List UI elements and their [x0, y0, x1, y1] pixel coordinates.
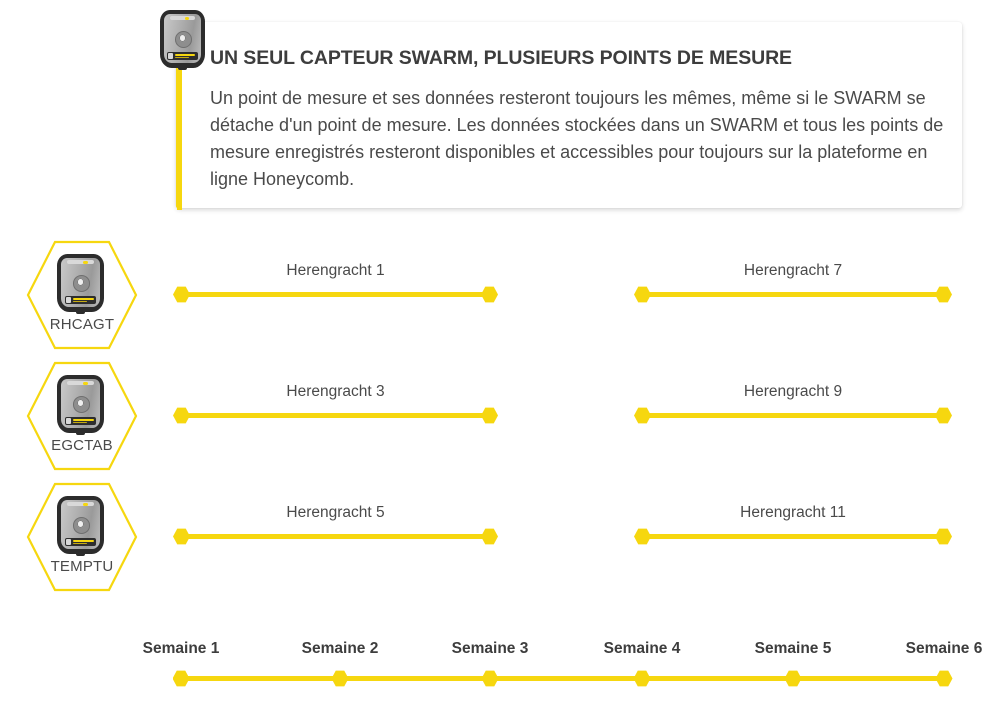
measurement-point-label: Herengracht 7 [743, 262, 843, 279]
segment-end-hex-marker[interactable] [481, 407, 498, 424]
hexagon-outline-icon [26, 240, 138, 350]
sensor-top-strip [67, 381, 94, 386]
timeline-tick-marker[interactable] [481, 670, 499, 687]
sensor-label-line-2 [175, 56, 189, 59]
callout-body: Un point de mesure et ses données rester… [210, 88, 944, 189]
measurement-segment[interactable]: Herengracht 7 [634, 262, 952, 308]
measurement-point-label: Herengracht 11 [740, 504, 846, 521]
sensor-connector [76, 552, 85, 557]
sensor-top-strip [67, 260, 94, 265]
sensor-badge-rhcagt[interactable]: RHCAGT [26, 240, 138, 350]
measurement-bar [640, 413, 946, 418]
sensor-connector [76, 431, 85, 436]
segment-start-hex-marker[interactable] [173, 407, 190, 424]
sensor-lens [76, 278, 85, 286]
timeline-tick-label: Semaine 3 [451, 640, 529, 657]
sensor-qr-icon [65, 417, 71, 424]
segment-end-hex-marker[interactable] [935, 407, 952, 424]
timeline-tick-marker[interactable] [331, 670, 349, 687]
sensor-qr-icon [168, 52, 174, 59]
measurement-bar [640, 292, 946, 297]
timeline-tick-marker[interactable] [633, 670, 651, 687]
sensor-label-patch [167, 51, 198, 60]
measurement-segment[interactable]: Herengracht 9 [634, 383, 952, 429]
measurement-point-label: Herengracht 9 [743, 383, 843, 400]
callout-panel [176, 22, 962, 208]
sensor-qr-icon [65, 538, 71, 545]
sensor-badge-temptu[interactable]: TEMPTU [26, 482, 138, 592]
callout-title: UN SEUL CAPTEUR SWARM, PLUSIEURS POINTS … [210, 47, 792, 69]
sensor-top-strip [67, 502, 94, 507]
measurement-segment[interactable]: Herengracht 11 [634, 504, 952, 550]
segment-start-hex-marker[interactable] [634, 286, 651, 303]
sensor-label-line-2 [72, 421, 88, 424]
measurement-segment[interactable]: Herengracht 3 [173, 383, 498, 429]
measurement-point-label: Herengracht 3 [286, 383, 385, 400]
timeline-axis [180, 676, 944, 681]
swarm-sensor-icon [160, 10, 205, 71]
sensor-qr-icon [65, 296, 71, 303]
timeline-tick-label: Semaine 4 [603, 640, 681, 657]
measurement-segment[interactable]: Herengracht 5 [173, 504, 498, 550]
sensor-badge-egctab[interactable]: EGCTAB [26, 361, 138, 471]
hexagon-outline-icon [26, 482, 138, 592]
sensor-code-label: TEMPTU [50, 558, 114, 575]
sensor-lens [178, 34, 187, 42]
sensor-top-strip [169, 16, 196, 21]
segment-start-hex-marker[interactable] [634, 407, 651, 424]
callout-accent-bar [176, 22, 181, 208]
timeline-tick-marker[interactable] [935, 670, 953, 687]
sensor-indicator-light [83, 260, 88, 265]
swarm-sensor-icon [57, 496, 104, 557]
sensor-label-line-1 [175, 53, 196, 56]
sensor-lens [76, 520, 85, 528]
timeline-tick-label: Semaine 2 [301, 640, 379, 657]
sensor-connector [178, 66, 187, 71]
sensor-label-line-1 [72, 539, 94, 542]
sensor-indicator-light [83, 502, 88, 507]
sensor-label-patch [64, 295, 97, 304]
segment-end-hex-marker[interactable] [481, 286, 498, 303]
sensor-label-line-2 [72, 300, 88, 303]
measurement-bar [179, 413, 492, 418]
segment-start-hex-marker[interactable] [173, 286, 190, 303]
measurement-bar [640, 534, 946, 539]
sensor-label-patch [64, 537, 97, 546]
sensor-code-label: EGCTAB [51, 437, 113, 454]
measurement-point-label: Herengracht 5 [286, 504, 385, 521]
swarm-sensor-icon [57, 375, 104, 436]
segment-end-hex-marker[interactable] [935, 286, 952, 303]
sensor-indicator-light [83, 381, 88, 386]
measurement-point-label: Herengracht 1 [286, 262, 385, 279]
sensor-label-line-1 [72, 418, 94, 421]
hexagon-outline-icon [26, 361, 138, 471]
timeline-tick-label: Semaine 1 [142, 640, 220, 657]
measurement-bar [179, 292, 492, 297]
segment-start-hex-marker[interactable] [634, 528, 651, 545]
segment-end-hex-marker[interactable] [481, 528, 498, 545]
sensor-label-patch [64, 416, 97, 425]
sensor-connector [76, 310, 85, 315]
timeline-tick-marker[interactable] [172, 670, 190, 687]
sensor-lens [76, 399, 85, 407]
segment-end-hex-marker[interactable] [935, 528, 952, 545]
sensor-label-line-2 [72, 542, 88, 545]
sensor-label-line-1 [72, 297, 94, 300]
timeline-tick-marker[interactable] [784, 670, 802, 687]
sensor-indicator-light [185, 16, 190, 21]
sensor-code-label: RHCAGT [49, 316, 115, 333]
measurement-bar [179, 534, 492, 539]
measurement-segment[interactable]: Herengracht 1 [173, 262, 498, 308]
swarm-sensor-icon [57, 254, 104, 315]
timeline: Semaine 1 Semaine 2 Semaine 3 Semaine 4 Sema… [143, 640, 982, 700]
segment-start-hex-marker[interactable] [173, 528, 190, 545]
timeline-tick-label: Semaine 5 [754, 640, 832, 657]
timeline-tick-label: Semaine 6 [905, 640, 983, 657]
